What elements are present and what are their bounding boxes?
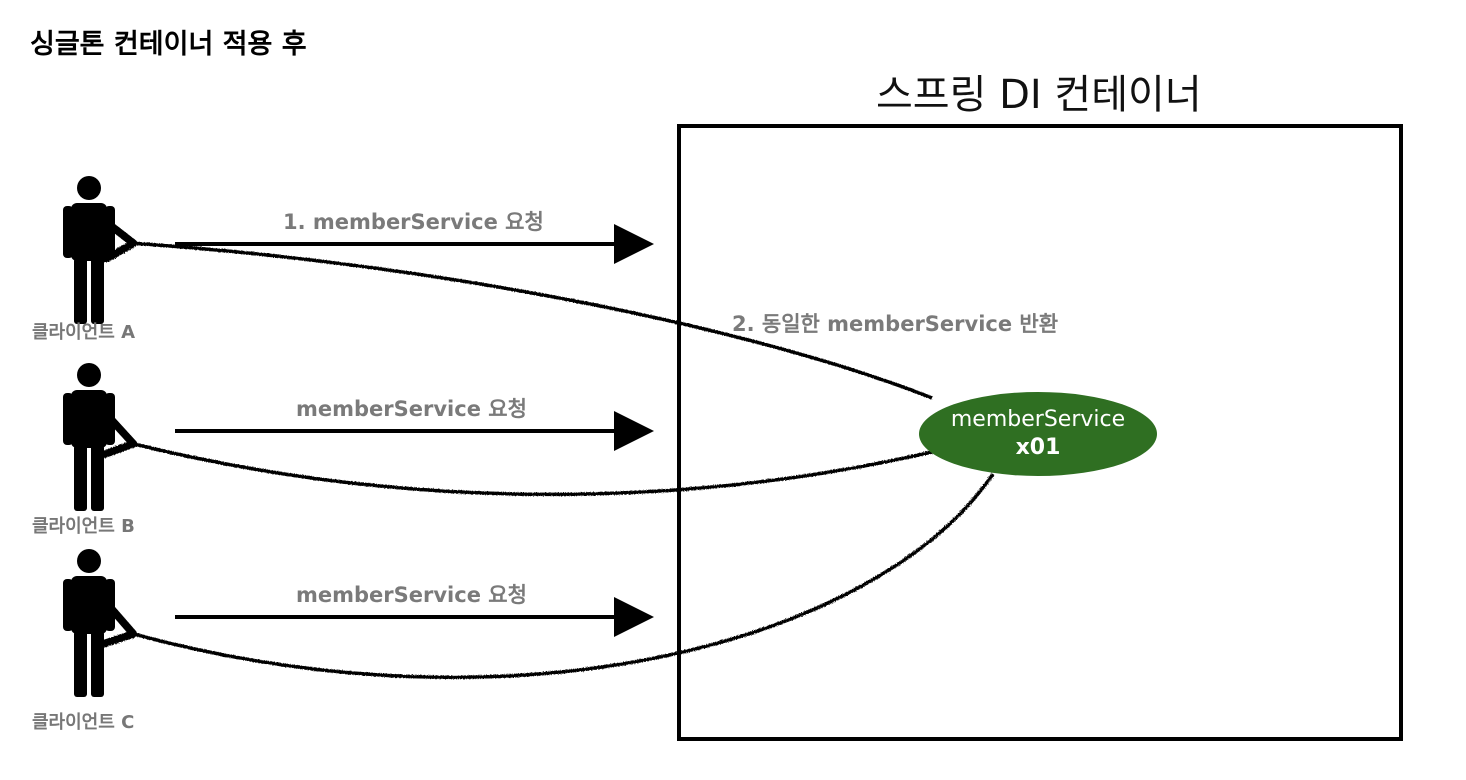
client-c-person-icon (63, 549, 115, 697)
bean-ref: x01 (1015, 435, 1061, 460)
client-a-person-icon (63, 176, 115, 324)
client-b-person-icon (63, 363, 115, 511)
request-label-c: memberService 요청 (296, 583, 527, 607)
request-label-a: 1. memberService 요청 (283, 210, 544, 234)
request-label-b: memberService 요청 (296, 397, 527, 421)
return-arrow-b (130, 443, 933, 497)
client-c-label: 클라이언트 C (32, 712, 135, 733)
container-title: 스프링 DI 컨테이너 (876, 72, 1202, 118)
return-arrow-a (130, 243, 933, 400)
client-a-label: 클라이언트 A (32, 322, 135, 343)
client-b-label: 클라이언트 B (32, 516, 135, 537)
return-arrow-c (130, 473, 995, 680)
spring-di-container-box (677, 124, 1403, 741)
bean-name: memberService (950, 407, 1126, 432)
return-label: 2. 동일한 memberService 반환 (732, 312, 1059, 336)
page-title: 싱글톤 컨테이너 적용 후 (30, 29, 307, 60)
member-service-bean: memberService x01 (919, 392, 1157, 476)
